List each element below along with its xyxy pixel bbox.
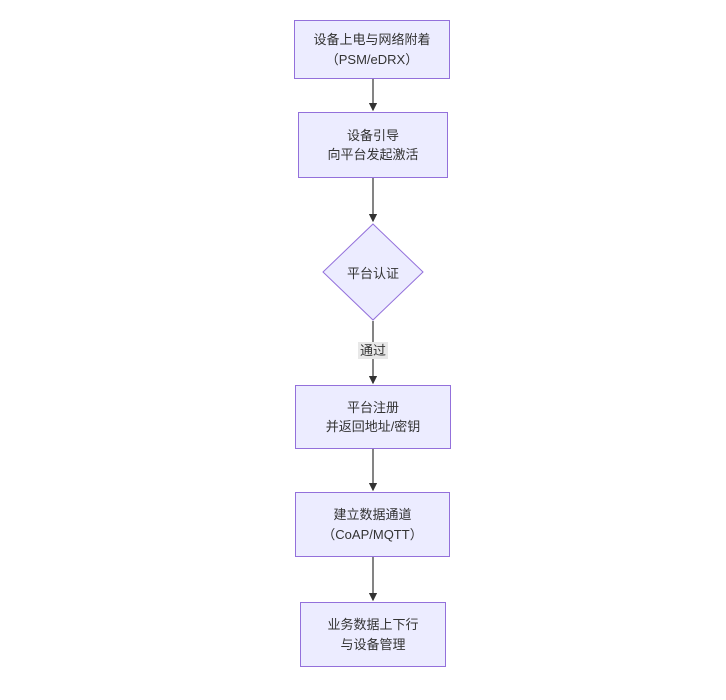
- edge-label-pass: 通过: [357, 342, 389, 359]
- node-power-attach: 设备上电与网络附着 （PSM/eDRX）: [294, 20, 450, 79]
- node-label-line: 并返回地址/密钥: [325, 419, 421, 434]
- node-business: 业务数据上下行 与设备管理: [300, 602, 446, 667]
- node-label-line: 与设备管理: [340, 636, 406, 652]
- node-label-line: 平台注册: [346, 399, 399, 415]
- diamond-shape: [322, 223, 424, 321]
- node-bootstrap: 设备引导 向平台发起激活: [298, 112, 448, 178]
- node-register: 平台注册 并返回地址/密钥: [295, 385, 451, 449]
- node-data-channel: 建立数据通道 （CoAP/MQTT）: [295, 492, 450, 557]
- node-label-line: 设备引导: [346, 127, 399, 143]
- node-label-line: 业务数据上下行: [327, 617, 419, 632]
- node-label-line: 建立数据通道: [333, 507, 412, 522]
- node-label-line: 设备上电与网络附着: [313, 32, 431, 47]
- node-label-line: 向平台发起激活: [327, 147, 419, 162]
- node-platform-auth: 平台认证: [322, 223, 424, 321]
- node-label-line: （PSM/eDRX）: [325, 51, 419, 67]
- node-label-line: （CoAP/MQTT）: [322, 526, 423, 542]
- node-label-line: 平台认证: [346, 265, 399, 281]
